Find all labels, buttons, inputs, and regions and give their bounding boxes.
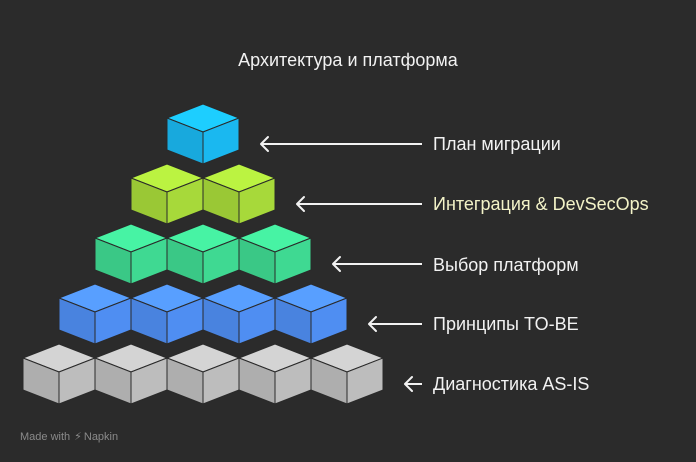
credit-brand: Napkin xyxy=(83,431,119,443)
cube-right-face xyxy=(346,357,384,405)
cube-right-face xyxy=(310,297,348,345)
arrow-left-icon xyxy=(404,376,413,392)
cube-level-1-0 xyxy=(130,163,204,225)
level-label-plan-migratsii: План миграции xyxy=(433,134,561,154)
cube-level-2-2 xyxy=(238,223,312,285)
cube-level-4-0 xyxy=(22,343,96,405)
cube-level-4-4 xyxy=(310,343,384,405)
arrow-left-icon xyxy=(368,316,377,332)
level-label-integratsiya-devsecops: Интеграция & DevSecOps xyxy=(433,194,649,214)
cube-level-2-1 xyxy=(166,223,240,285)
cube-level-3-2 xyxy=(202,283,276,345)
cube-right-face xyxy=(274,237,312,285)
level-label-vybor-platform: Выбор платформ xyxy=(433,255,579,275)
cube-level-3-0 xyxy=(58,283,132,345)
level-label-diagnostika-as-is: Диагностика AS-IS xyxy=(433,374,590,394)
cube-level-4-3 xyxy=(238,343,312,405)
cube-level-3-3 xyxy=(274,283,348,345)
arrow-left-icon xyxy=(296,196,305,212)
cube-level-0-0 xyxy=(166,103,240,165)
cube-level-1-1 xyxy=(202,163,276,225)
made-with-credit: Made with⚡Napkin xyxy=(20,430,118,443)
cube-right-face xyxy=(238,177,276,225)
credit-prefix: Made with xyxy=(20,431,71,443)
napkin-logo-icon: ⚡ xyxy=(74,431,82,443)
cube-right-face xyxy=(202,117,240,165)
cube-level-4-2 xyxy=(166,343,240,405)
cube-level-2-0 xyxy=(94,223,168,285)
cube-level-3-1 xyxy=(130,283,204,345)
arrow-left-icon xyxy=(332,256,341,272)
arrow-left-icon xyxy=(260,136,269,152)
level-label-printsipy-to-be: Принципы TO-BE xyxy=(433,314,579,334)
diagram-title: Архитектура и платформа xyxy=(238,50,458,70)
cube-level-4-1 xyxy=(94,343,168,405)
